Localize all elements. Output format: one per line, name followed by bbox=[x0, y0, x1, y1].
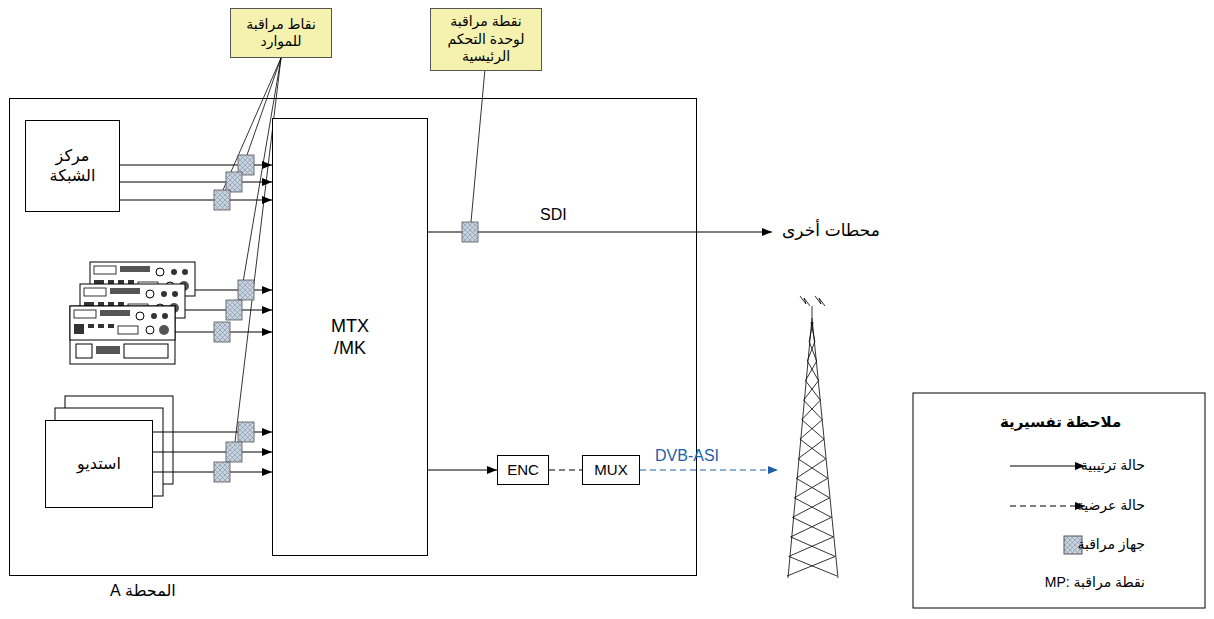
legend-monitor-sample bbox=[1064, 536, 1082, 554]
legend-title: ملاحظة تفسيرية bbox=[1000, 413, 1121, 431]
drawing-line bbox=[235, 58, 281, 442]
signal-connector bbox=[120, 182, 272, 183]
monitor-device bbox=[226, 172, 242, 192]
signal-name: DVB-ASI bbox=[655, 447, 719, 465]
mux-box: MUX bbox=[582, 455, 640, 485]
dvb-asi-arrow bbox=[640, 470, 778, 471]
monitor-device bbox=[214, 322, 230, 342]
destination-label: محطات أخرى bbox=[782, 220, 880, 241]
drawing-line bbox=[240, 58, 281, 300]
monitor-device bbox=[214, 462, 230, 482]
encoder-box: ENC bbox=[497, 455, 549, 485]
node-text: استديو bbox=[77, 454, 121, 474]
drawing-rect bbox=[96, 346, 120, 354]
legend-text: حالة عرضية bbox=[1077, 497, 1145, 513]
legend-text: جهاز مراقبة bbox=[1077, 536, 1145, 552]
tower-lattice bbox=[787, 322, 835, 576]
studio-box: استديو bbox=[45, 420, 153, 508]
drawing-use bbox=[70, 306, 175, 340]
drawing-rect bbox=[70, 306, 175, 364]
monitor-device bbox=[226, 300, 242, 320]
monitor-device bbox=[238, 280, 254, 300]
node-text: MTX /MK bbox=[331, 315, 369, 360]
drawing-line bbox=[195, 290, 272, 291]
callout-box: نقطة مراقبة لوحدة التحكم الرئيسية bbox=[430, 8, 542, 71]
monitor-device bbox=[214, 190, 230, 210]
legend-dashed-sample bbox=[1010, 506, 1085, 507]
legend-solid-sample bbox=[1010, 466, 1085, 467]
legend-text: حالة ترتيبية bbox=[1081, 457, 1145, 473]
signal-connector bbox=[549, 470, 582, 471]
callout-box: نقاط مراقبة للموارد bbox=[230, 8, 332, 58]
signal-connector bbox=[428, 470, 497, 471]
drawing-polyline bbox=[800, 296, 810, 306]
signal-connector bbox=[153, 472, 272, 473]
leader-line bbox=[223, 58, 486, 442]
node-text: المحطة A bbox=[110, 581, 176, 601]
drawing-rect bbox=[76, 344, 92, 358]
drawing-line bbox=[247, 58, 281, 155]
drawing-line bbox=[471, 58, 486, 222]
monitor-device bbox=[462, 222, 478, 242]
monitor-device bbox=[238, 422, 254, 442]
node-text: نقاط مراقبة للموارد bbox=[237, 16, 325, 51]
node-text: نقطة مراقبة لوحدة التحكم الرئيسية bbox=[437, 13, 535, 66]
drawing-polyline bbox=[815, 296, 825, 306]
signal-connector bbox=[120, 200, 272, 201]
studio-sheet bbox=[55, 408, 163, 496]
node-text: ENC bbox=[507, 461, 539, 480]
legend-text: MP: نقطة مراقبة bbox=[1045, 574, 1145, 590]
signal-name: SDI bbox=[540, 206, 567, 224]
node-text: MUX bbox=[594, 461, 627, 480]
monitor-device bbox=[226, 442, 242, 462]
drawing-line bbox=[788, 318, 812, 578]
legend-frame bbox=[913, 393, 1205, 608]
tower-icon bbox=[787, 296, 838, 578]
drawing-line bbox=[223, 58, 281, 190]
drawing-line bbox=[812, 318, 838, 578]
drawing-line bbox=[812, 306, 813, 318]
drawing-rect bbox=[124, 344, 168, 358]
network-center-box: مركز الشبكة bbox=[25, 120, 120, 212]
tower-lattice bbox=[789, 322, 837, 576]
equipment-icon bbox=[70, 306, 175, 364]
matrix-box: MTX /MK bbox=[272, 118, 428, 556]
station-frame: مركز الشبكةMTX /MKاستديوENCMUXالمحطة A bbox=[9, 98, 697, 576]
signal-connector bbox=[153, 452, 272, 453]
node-text: مركز الشبكة bbox=[32, 146, 113, 186]
sdi-arrow bbox=[428, 232, 772, 233]
